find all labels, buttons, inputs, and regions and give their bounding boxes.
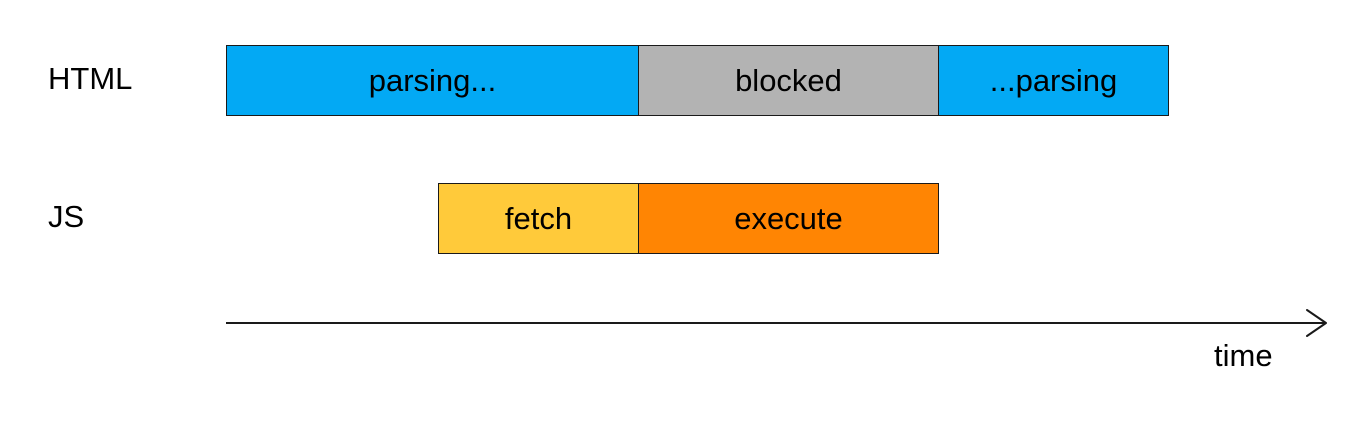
html-blocked-segment: blocked [638,45,939,116]
time-axis-arrowhead-icon [1306,309,1327,337]
html-resume-parsing-segment: ...parsing [938,45,1169,116]
row-label-html: HTML [48,61,133,96]
html-blocked-label: blocked [735,62,842,98]
html-parsing-label: parsing... [368,62,497,98]
html-parsing-segment: parsing... [226,45,639,116]
js-fetch-label: fetch [504,200,573,236]
js-execute-label: execute [734,200,843,236]
html-resume-parsing-label: ...parsing [989,62,1118,98]
time-axis-label: time [1214,338,1273,373]
js-execute-segment: execute [638,183,939,254]
js-fetch-segment: fetch [438,183,639,254]
row-label-js: JS [48,199,85,234]
